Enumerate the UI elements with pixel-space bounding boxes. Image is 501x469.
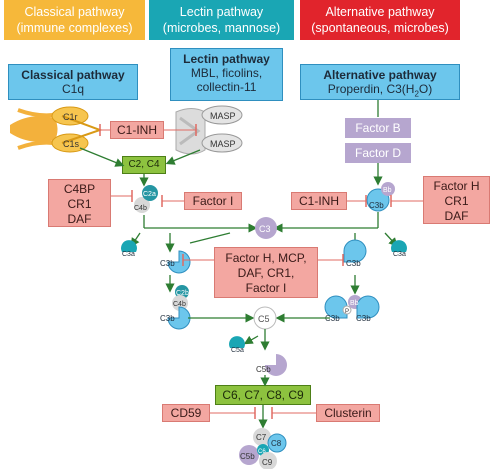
svg-text:C3b: C3b xyxy=(369,201,384,210)
classical-box-sub: C1q xyxy=(61,82,84,96)
svg-text:C5b: C5b xyxy=(240,452,255,461)
c5-node: C5 xyxy=(253,306,277,330)
c1-inh-left-box: C1-INH xyxy=(110,121,164,139)
svg-text:C2a: C2a xyxy=(143,191,156,198)
header-classical-line2: (immune complexes) xyxy=(16,21,133,35)
c5a-label: C5a xyxy=(231,347,244,354)
svg-text:C2b: C2b xyxy=(176,290,189,297)
svg-text:C7: C7 xyxy=(256,433,267,442)
regulators-mid-box: Factor H, MCP,DAF, CR1,Factor I xyxy=(214,247,318,298)
svg-text:C4b: C4b xyxy=(173,301,186,308)
svg-text:C3b: C3b xyxy=(160,314,175,323)
c3bbb3b-convertase: Bb P C3b C3b xyxy=(324,295,380,323)
c3a-right-label: C3a xyxy=(393,251,406,258)
svg-text:Bb: Bb xyxy=(383,187,392,194)
header-alternative-line2: (spontaneous, microbes) xyxy=(311,21,449,35)
clusterin-box: Clusterin xyxy=(316,404,380,422)
svg-text:C5: C5 xyxy=(258,314,270,324)
classical-pathway-box: Classical pathway C1q xyxy=(8,64,138,100)
header-alternative: Alternative pathway (spontaneous, microb… xyxy=(300,0,460,40)
c1-inh-right-box: C1-INH xyxy=(291,192,347,210)
cd59-box: CD59 xyxy=(162,404,210,422)
svg-text:C9: C9 xyxy=(262,458,273,467)
lectin-box-title: Lectin pathway xyxy=(183,52,270,66)
header-classical: Classical pathway (immune complexes) xyxy=(4,0,145,40)
alternative-box-sub: Properdin, C3(H2O) xyxy=(327,82,433,99)
c3-node: C3 xyxy=(255,217,277,239)
svg-text:C3b: C3b xyxy=(356,314,371,323)
svg-text:Bb: Bb xyxy=(350,300,359,307)
svg-text:C6: C6 xyxy=(258,449,266,455)
c5b-label: C5b xyxy=(256,365,271,374)
svg-text:C3: C3 xyxy=(259,224,271,234)
c3b-left-label: C3b xyxy=(160,259,175,268)
header-lectin-line2: (microbes, mannose) xyxy=(162,21,281,35)
svg-text:P: P xyxy=(345,309,349,315)
c1r-label: C1r xyxy=(63,112,78,122)
header-lectin-line1: Lectin pathway xyxy=(179,5,264,19)
classical-box-title: Classical pathway xyxy=(21,68,125,82)
alternative-pathway-box: Alternative pathway Properdin, C3(H2O) xyxy=(300,64,460,100)
svg-text:C3b: C3b xyxy=(325,314,340,323)
svg-text:C4b: C4b xyxy=(134,205,147,212)
mac-complex-icon: C7 C8 C5b C6 C9 xyxy=(239,428,287,469)
factor-i-box: Factor I xyxy=(184,192,242,210)
header-classical-line1: Classical pathway xyxy=(24,5,125,19)
c3b-right-label: C3b xyxy=(346,259,361,268)
c1-complex-icon: C1r C1s xyxy=(10,106,103,153)
header-lectin: Lectin pathway (microbes, mannose) xyxy=(149,0,294,40)
alternative-box-title: Alternative pathway xyxy=(323,68,437,82)
lectin-box-line3: collectin-11 xyxy=(196,80,257,94)
masp-complex-icon: MASP MASP xyxy=(175,105,243,155)
c4b2a3b-convertase: C2b C4b C3b xyxy=(160,285,191,330)
svg-text:C8: C8 xyxy=(271,439,282,448)
c3a-left-label: C3a xyxy=(122,251,135,258)
c1s-label: C1s xyxy=(63,139,80,149)
masp2-label: MASP xyxy=(210,139,236,149)
factor-d-box: Factor D xyxy=(345,143,411,163)
lectin-pathway-box: Lectin pathway MBL, ficolins, collectin-… xyxy=(170,48,283,101)
masp1-label: MASP xyxy=(210,111,236,121)
header-alternative-line1: Alternative pathway xyxy=(325,5,435,19)
c4b2a-convertase: C2a C4b xyxy=(134,185,158,213)
lectin-box-line2: MBL, ficolins, xyxy=(190,66,263,80)
factor-b-box: Factor B xyxy=(345,118,411,138)
c3bbb-convertase: Bb C3b xyxy=(366,182,395,212)
